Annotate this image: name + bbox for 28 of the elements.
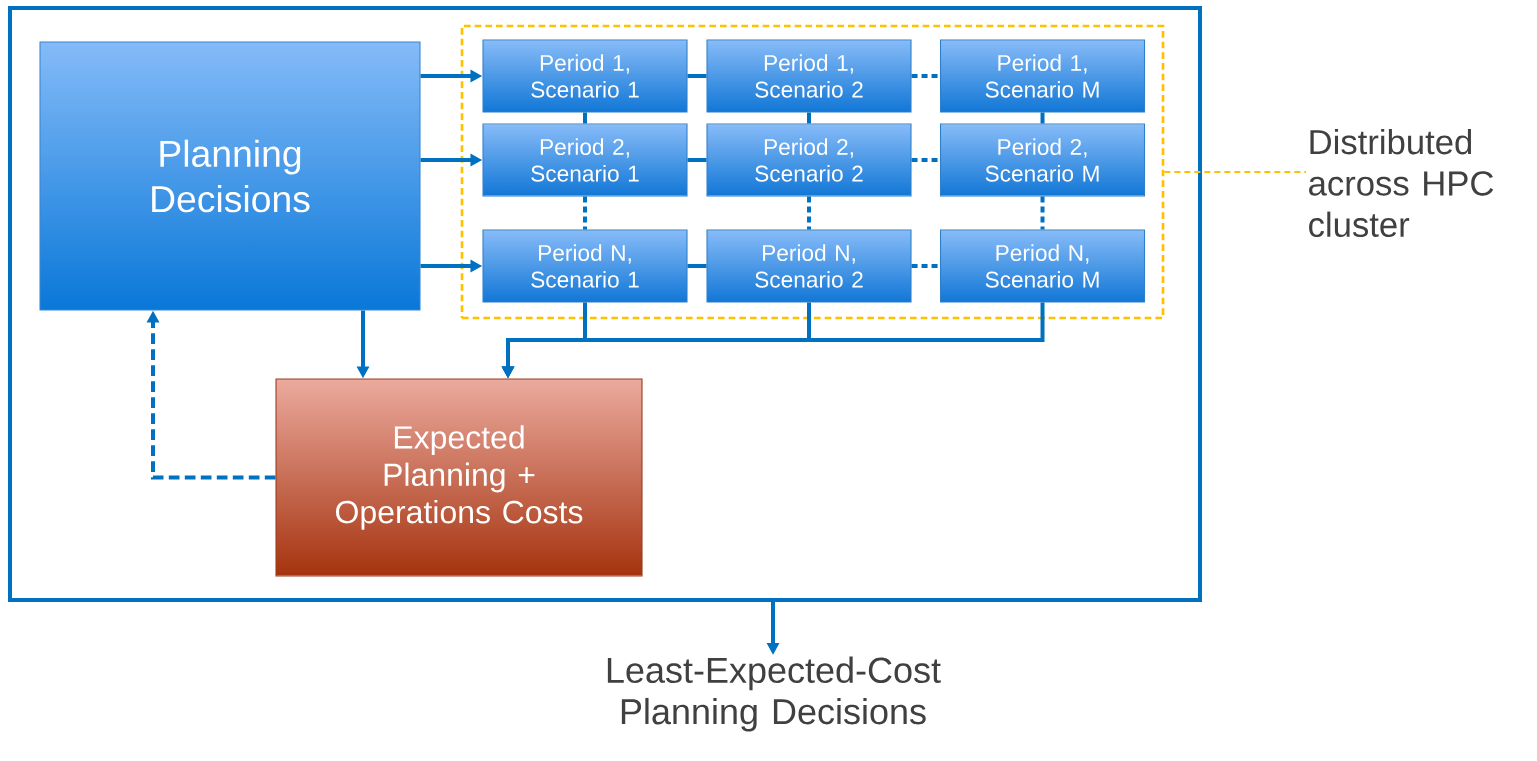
scenario-box: Period 1, Scenario 1	[482, 39, 688, 113]
connector-line	[807, 196, 811, 230]
connector-line	[911, 264, 940, 268]
connector-line	[687, 74, 707, 78]
connector-line	[1040, 112, 1045, 124]
scenario-box: Period N, Scenario M	[940, 229, 1146, 303]
annotation-text: Distributed across HPC cluster	[1309, 128, 1494, 238]
connector-line	[807, 112, 811, 124]
connector-line	[583, 196, 587, 230]
output-text: Least-Expected-Cost Planning Decisions	[607, 656, 941, 732]
scenario-box: Period 2, Scenario M	[940, 123, 1146, 197]
scenario-box: Period 2, Scenario 2	[706, 123, 912, 197]
connector-line	[911, 74, 940, 78]
connector-line	[583, 112, 587, 124]
leader-line	[1163, 171, 1307, 173]
scenario-box: Period N, Scenario 2	[706, 229, 912, 303]
connector-line	[687, 264, 707, 268]
group-box	[460, 24, 1165, 320]
connector-line	[1040, 196, 1045, 230]
connector-line	[687, 158, 707, 162]
process-box: Planning Decisions	[39, 41, 421, 311]
frame-box	[8, 6, 1202, 602]
scenario-box: Period 1, Scenario M	[940, 39, 1146, 113]
scenario-box: Period N, Scenario 1	[482, 229, 688, 303]
connector-line	[911, 158, 940, 162]
scenario-box: Period 1, Scenario 2	[706, 39, 912, 113]
cost-box: Expected Planning + Operations Costs	[275, 378, 643, 577]
scenario-box: Period 2, Scenario 1	[482, 123, 688, 197]
